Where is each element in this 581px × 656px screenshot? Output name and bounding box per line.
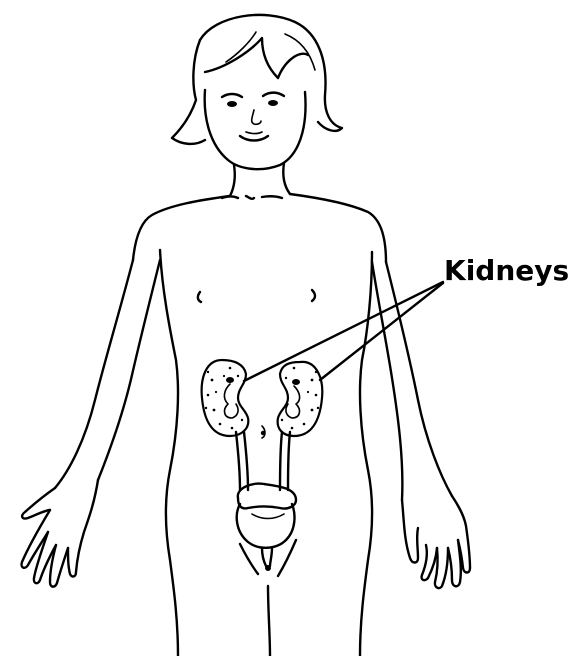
torso-outline [133, 194, 386, 656]
leader-line-left-kidney [244, 282, 443, 381]
right-kidney [278, 362, 323, 436]
face [205, 90, 306, 169]
kidneys-label: Kidneys [444, 257, 569, 285]
left-kidney [202, 360, 249, 436]
left-arm [22, 260, 160, 587]
label-leader-lines [244, 282, 443, 381]
leader-line-right-kidney [320, 283, 443, 380]
ureters [236, 432, 290, 490]
